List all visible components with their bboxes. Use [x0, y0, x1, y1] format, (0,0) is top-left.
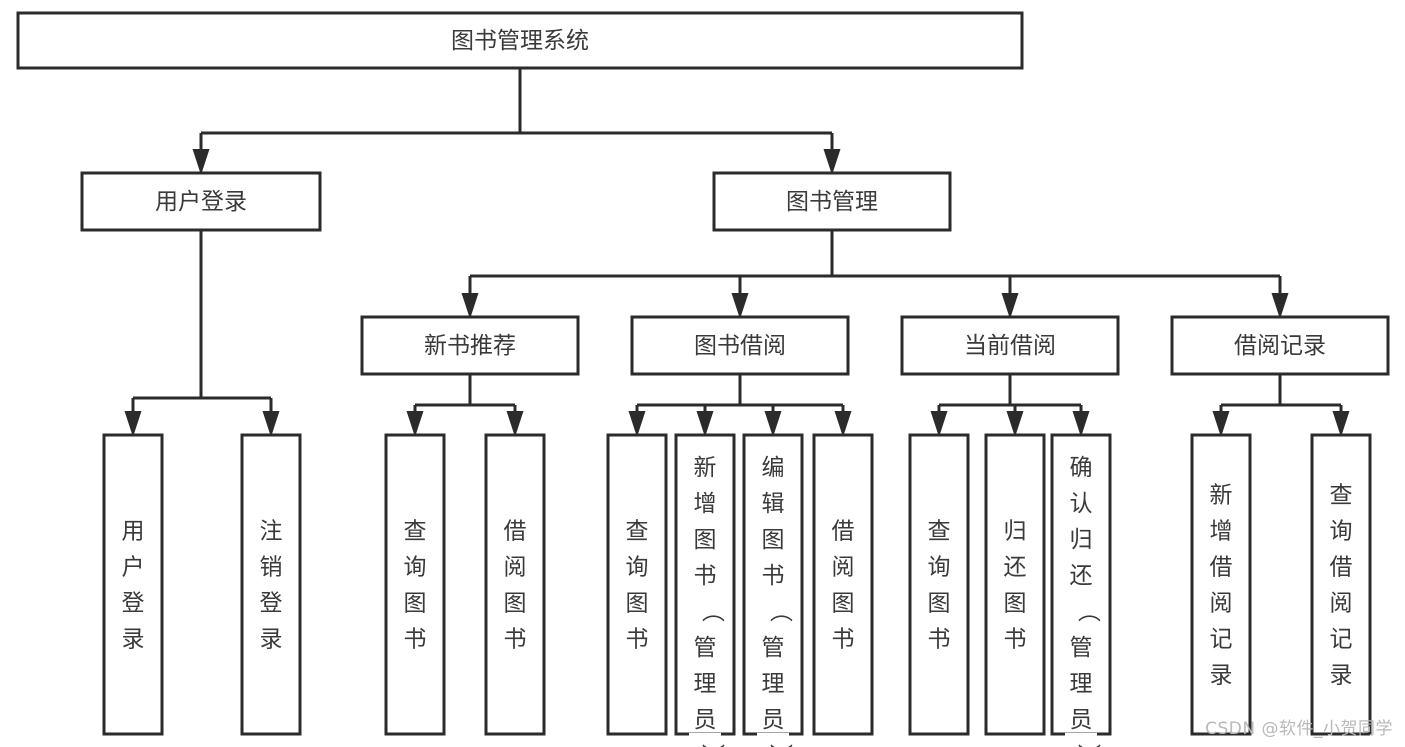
- node-label: 借阅图书: [832, 518, 855, 652]
- node-label: 图书管理: [786, 189, 878, 215]
- paren-mask: [689, 588, 721, 625]
- connector-group-current-borrow: [930, 374, 1090, 437]
- connector-group-root: [192, 68, 841, 175]
- node-label: 查询图书: [928, 518, 951, 652]
- node-leaf-cur-confirm[interactable]: 确认归还（管理员）（）: [1050, 433, 1112, 747]
- connector-group-book-borrow: [628, 374, 852, 437]
- node-label: 归还图书: [1004, 518, 1027, 652]
- node-leaf-rec-add[interactable]: 新增借阅记录: [1190, 433, 1252, 736]
- node-label: 借阅记录: [1234, 333, 1326, 359]
- node-leaf-rec-query2[interactable]: 查询借阅记录: [1310, 433, 1372, 736]
- node-leaf-book-edit[interactable]: 编辑图书（管理员）（）: [742, 433, 804, 747]
- node-book-manage[interactable]: 图书管理: [712, 171, 952, 232]
- node-leaf-user-login[interactable]: 用户登录: [102, 433, 164, 736]
- node-leaf-book-borrow[interactable]: 借阅图书: [812, 433, 874, 736]
- node-leaf-rec-query[interactable]: 查询图书: [384, 433, 446, 736]
- node-label: 新增图书（管理员）: [694, 455, 717, 747]
- node-label: 注销登录: [260, 518, 283, 652]
- connector-group-borrow-record: [1212, 374, 1350, 437]
- node-label: 新增借阅记录: [1210, 482, 1233, 688]
- node-book-borrow[interactable]: 图书借阅: [630, 315, 850, 376]
- node-label: 借阅图书: [504, 518, 527, 652]
- paren-mask: [689, 732, 721, 747]
- node-label-paren: ）: [699, 743, 725, 747]
- node-label: 查询图书: [626, 518, 649, 652]
- paren-mask: [1065, 732, 1097, 747]
- node-leaf-cur-return[interactable]: 归还图书: [984, 433, 1046, 736]
- node-label-paren: ）: [767, 743, 793, 747]
- node-label: 图书借阅: [694, 333, 786, 359]
- node-label: 当前借阅: [964, 333, 1056, 359]
- node-label: 新书推荐: [424, 333, 516, 359]
- node-label-paren: （: [699, 599, 725, 622]
- node-leaf-book-add[interactable]: 新增图书（管理员）（ ）: [674, 433, 736, 747]
- connector-layer: [124, 68, 1350, 437]
- paren-mask: [757, 588, 789, 625]
- node-leaf-cur-query[interactable]: 查询图书: [908, 433, 970, 736]
- node-label: 用户登录: [155, 189, 247, 215]
- connector-group-book-manage: [461, 230, 1289, 319]
- node-layer: 图书管理系统用户登录图书管理新书推荐图书借阅当前借阅借阅记录用户登录注销登录查询…: [16, 11, 1390, 747]
- node-borrow-record[interactable]: 借阅记录: [1170, 315, 1390, 376]
- node-leaf-borrow-query[interactable]: 查询图书: [606, 433, 668, 736]
- node-current-borrow[interactable]: 当前借阅: [900, 315, 1120, 376]
- node-label-paren: ）: [1075, 743, 1101, 747]
- paren-mask: [757, 732, 789, 747]
- node-user-login[interactable]: 用户登录: [80, 171, 322, 232]
- node-label-paren: （: [767, 599, 793, 622]
- node-leaf-rec-borrow[interactable]: 借阅图书: [484, 433, 546, 736]
- node-label: 查询借阅记录: [1330, 482, 1353, 688]
- node-label-paren: （: [1075, 599, 1101, 622]
- connector-group-new-book-rec: [406, 374, 524, 437]
- node-label: 查询图书: [404, 518, 427, 652]
- node-root[interactable]: 图书管理系统: [16, 11, 1024, 70]
- node-label: 图书管理系统: [451, 28, 589, 54]
- connector-group-user-login: [124, 230, 280, 437]
- paren-mask: [1065, 588, 1097, 625]
- node-label: 用户登录: [122, 518, 145, 652]
- watermark-text: CSDN @软件_小贺同学: [1205, 719, 1393, 739]
- node-leaf-user-logout[interactable]: 注销登录: [240, 433, 302, 736]
- node-new-book-rec[interactable]: 新书推荐: [360, 315, 580, 376]
